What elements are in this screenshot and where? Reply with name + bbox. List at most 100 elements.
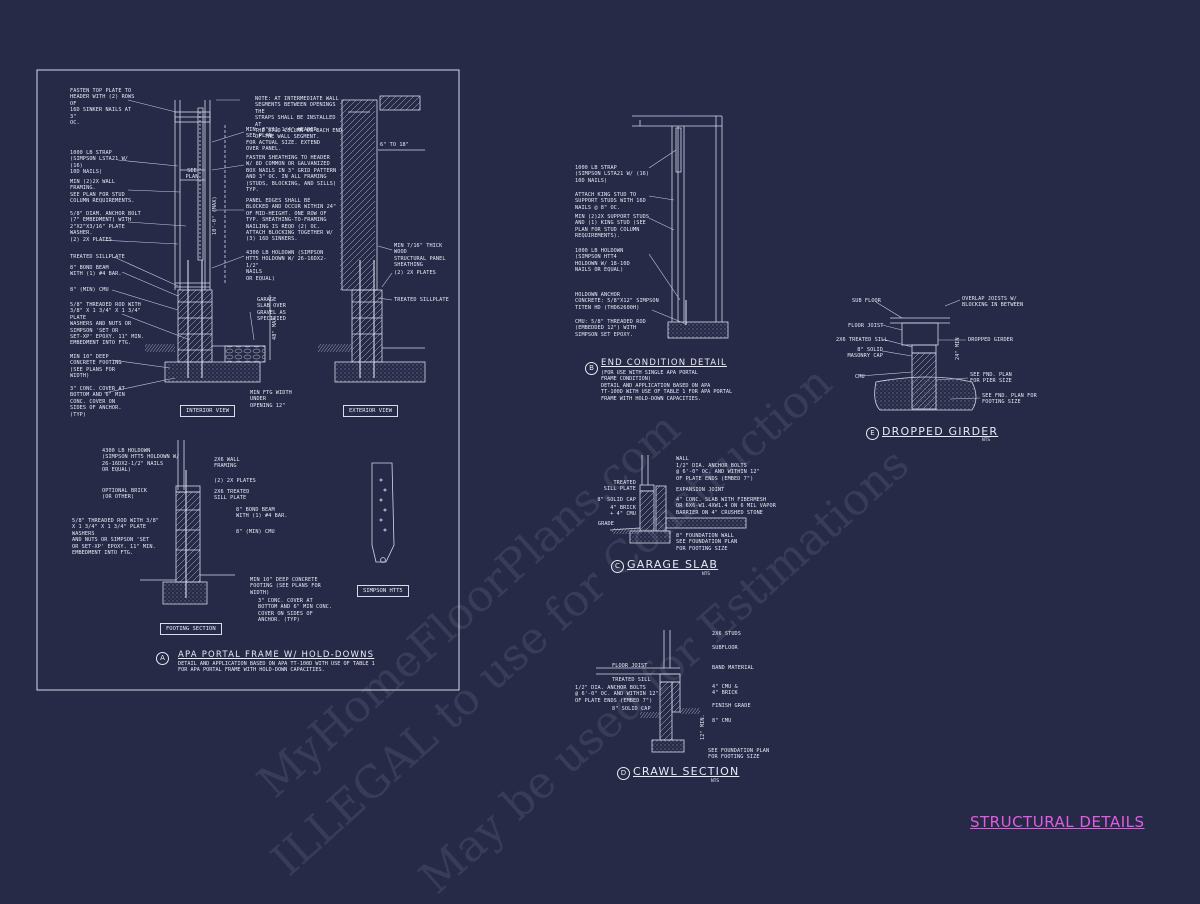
detail-d-title: CRAWL SECTION (633, 765, 740, 778)
fs-label-cmu: 8" (MIN) CMU (236, 529, 275, 535)
fs-label-cover: 3" CONC. COVER AT BOTTOM AND 6" MIN CONC… (258, 598, 333, 624)
a-note-min-ftg: MIN FTG WIDTH UNDER OPENING 12" (250, 390, 292, 409)
detail-b-title: END CONDITION DETAIL (601, 358, 727, 368)
a-dim-48max: 48" MAX (272, 317, 278, 340)
d-label-foundation: SEE FOUNDATION PLAN FOR FOOTING SIZE (708, 748, 770, 761)
c-label-wall: WALL (676, 456, 689, 462)
a-note-intermediate: NOTE: AT INTERMEDIATE WALL SEGMENTS BETW… (255, 96, 343, 141)
a-ext-sillplate: TREATED SILLPLATE (394, 297, 449, 303)
d-label-studs: 2x6 STUDS (712, 631, 742, 637)
fs-label-bond-beam: 8" BOND BEAM WITH (1) #4 BAR. (236, 507, 288, 520)
end-condition-drawing (632, 115, 729, 339)
interior-view-drawing (145, 100, 271, 383)
a-ext-plates: (2) 2x PLATES (394, 270, 436, 276)
detail-a-marker: A (156, 652, 169, 665)
detail-a-subtitle: DETAIL AND APPLICATION BASED ON APA TT-1… (178, 661, 375, 674)
detail-b-marker: B (585, 362, 598, 375)
b-label-holdown-anchor: HOLDOWN ANCHOR CONCRETE: 5/8"x12" SIMPSO… (575, 292, 659, 311)
d-dim: 12" MIN. (700, 714, 706, 740)
a-dim-see-plan: SEE PLAN (185, 168, 199, 181)
d-label-treated-sill: TREATED SILL (612, 677, 651, 683)
a-note-header: MIN. 3"x11 1/4" HEADER. SEE PLAN FOR ACT… (246, 127, 321, 153)
a-note-sheathing: FASTEN SHEATHING TO HEADER W/ 8d COMMON … (246, 155, 337, 194)
c-label-slab: 4" CONC. SLAB WITH FIBERMESH OR 6X6-W1.4… (676, 497, 776, 516)
d-label-floor-joist: FLOOR JOIST (612, 663, 648, 669)
b-label-strap: 1000 LB STRAP (SIMPSON LSTA21 W/ (16) 10… (575, 165, 650, 184)
interior-view-label: INTERIOR VIEW (180, 405, 236, 417)
leader-lines (99, 99, 981, 400)
b-label-support: MIN (2)2X SUPPORT STUDS AND (1) KING STU… (575, 214, 650, 240)
fs-label-plates: (2) 2x PLATES (214, 478, 256, 484)
c-label-sill: TREATED SILL PLATE (603, 480, 636, 493)
d-label-cmu-brick: 4" CMU & 4" BRICK (712, 684, 738, 697)
fs-label-holdown: 4300 LB HOLDOWN (SIMPSON HTT5 HOLDOWN W/… (102, 448, 180, 474)
simpson-htt5-label: SIMPSON HTT5 (357, 585, 409, 597)
a-label-conc-cover: 3" CONC. COVER AT BOTTOM AND 6" MIN CONC… (70, 386, 125, 418)
sheet-title: STRUCTURAL DETAILS (970, 813, 1145, 831)
a-label-bond-beam: 8" BOND BEAM WITH (1) #4 BAR. (70, 265, 122, 278)
d-label-anchor: 1/2" DIA. ANCHOR BOLTS @ 6'-0" OC. AND W… (575, 685, 659, 704)
c-label-grade: GRADE (597, 521, 614, 527)
b-label-holdown: 1000 LB HOLDOWN (SIMPSON HTT4 HOLDOWN W/… (575, 248, 630, 274)
a-note-holdown: 4300 LB HOLDOWN (SIMPSON HTT5 HOLDOWN W/… (246, 250, 327, 282)
footing-section-label: FOOTING SECTION (160, 623, 222, 635)
a-dim-height: 10'-0" (MAX) (212, 196, 218, 235)
e-label-cmu: CMU (855, 374, 865, 380)
a-label-strap: 1000 LB STRAP (SIMPSON LSTA21 W/ (16) 10… (70, 150, 129, 176)
detail-d-marker: D (617, 767, 630, 780)
d-label-cmu: 8" CMU (712, 718, 732, 724)
detail-d-nts: NTS (711, 779, 720, 784)
c-label-brick: 4" BRICK + 4" CMU (610, 505, 636, 518)
e-label-overlap: OVERLAP JOISTS W/ BLOCKING IN BETWEEN (962, 296, 1024, 309)
detail-e-nts: NTS (982, 438, 991, 443)
d-label-band: BAND MATERIAL (712, 665, 754, 671)
a-ext-sheathing: MIN 7/16" THICK WOOD STRUCTURAL PANEL SH… (394, 243, 446, 269)
a-label-wall-framing: MIN (2)2X WALL FRAMING. SEE PLAN FOR STU… (70, 179, 135, 205)
exterior-view-drawing (318, 95, 426, 383)
fs-label-wall-framing: 2x6 WALL FRAMING (214, 457, 240, 470)
simpson-htt5-drawing (371, 462, 395, 563)
a-note-panel-edges: PANEL EDGES SHALL BE BLOCKED AND OCCUR W… (246, 198, 337, 243)
detail-c-marker: C (611, 560, 624, 573)
fs-label-threaded-rod: 5/8" THREADED ROD WITH 3/8" x 1 3/4" x 1… (72, 518, 160, 557)
e-label-sill: 2x6 TREATED SILL (836, 337, 888, 343)
e-dim: 24" MIN (955, 337, 961, 360)
crawl-section-drawing (596, 630, 700, 753)
c-label-cap: 8" SOLID CAP (597, 497, 636, 503)
a-label-sillplate: TREATED SILLPLATE (70, 254, 125, 260)
d-label-cap: 8" SOLID CAP (612, 706, 651, 712)
detail-e-title: DROPPED GIRDER (882, 425, 999, 438)
c-label-anchor: 1/2" DIA. ANCHOR BOLTS @ 6'-0" OC. AND W… (676, 463, 760, 482)
a-label-footing: MIN 10" DEEP CONCRETE FOOTING (SEE PLANS… (70, 354, 122, 380)
dropped-girder-drawing (874, 317, 977, 411)
a-label-cmu: 8" (MIN) CMU (70, 287, 109, 293)
detail-c-title: GARAGE SLAB (627, 558, 719, 571)
d-label-grade: FINISH GRADE (712, 703, 751, 709)
e-label-pier: SEE FND. PLAN FOR PIER SIZE (970, 372, 1012, 385)
a-label-anchor-bolt: 5/8" DIAM. ANCHOR BOLT (7" EMBEDMENT) WI… (70, 211, 141, 237)
e-label-footing: SEE FND. PLAN FOR FOOTING SIZE (982, 393, 1037, 406)
garage-slab-drawing (609, 455, 747, 544)
a-label-top-plate: FASTEN TOP PLATE TO HEADER WITH (2) ROWS… (70, 88, 135, 127)
d-label-subfloor: SUBFLOOR (712, 645, 738, 651)
e-label-girder: DROPPED GIRDER (968, 337, 1014, 343)
detail-b-subtitle: (FOR USE WITH SINGLE APA PORTAL FRAME CO… (601, 370, 733, 402)
fs-label-treated-sill: 2x6 TREATED SILL PLATE (214, 489, 250, 502)
a-label-threaded-rod: 5/8" THREADED ROD WITH 3/8" x 1 3/4" x 1… (70, 302, 145, 347)
exterior-view-label: EXTERIOR VIEW (343, 405, 399, 417)
c-label-foundation: 8" FOUNDATION WALL SEE FOUNDATION PLAN F… (676, 533, 738, 552)
detail-c-nts: NTS (702, 572, 711, 577)
footing-section-drawing (140, 440, 235, 605)
fs-label-brick: OPTIONAL BRICK (OR OTHER) (102, 488, 148, 501)
b-label-cmu: CMU: 5/8" THREADED ROD (EMBEDDED 12") WI… (575, 319, 646, 338)
e-label-subfloor: SUB FLOOR (852, 298, 882, 304)
e-label-joist: FLOOR JOIST (848, 323, 884, 329)
e-label-cap: 8" SOLID MASONRY CAP (847, 347, 883, 360)
a-note-garage-slab: GARAGE SLAB OVER GRAVEL AS SPECIFIED (257, 297, 287, 323)
b-label-king-stud: ATTACH KING STUD TO SUPPORT STUDS WITH 1… (575, 192, 646, 211)
fs-label-footing: MIN 10" DEEP CONCRETE FOOTING (SEE PLANS… (250, 577, 321, 596)
c-label-expansion: EXPANSION JOINT (676, 487, 725, 493)
a-dim-6to18: 6" TO 18" (380, 142, 410, 148)
